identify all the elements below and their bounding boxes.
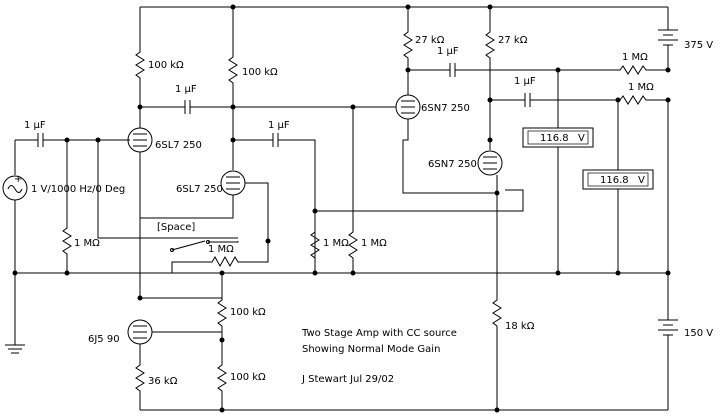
space-switch[interactable] [170,240,239,252]
label-r-100k-left: 100 kΩ [148,60,184,71]
label-source: 1 V/1000 Hz/0 Deg [31,184,125,195]
meter-1-unit: V [578,133,585,144]
ground-symbol [5,344,25,354]
voltmeter-1: 116.8 V [522,127,594,148]
label-r-100k-cath-bot: 100 kΩ [230,372,266,383]
svg-text:+: + [14,174,22,185]
meter-2-value: 116.8 [600,175,629,186]
signal-source: + [2,139,38,345]
label-r-1m-grid: 1 MΩ [74,238,100,249]
cathode-resistor-chain [217,273,227,410]
battery-bottom [658,273,678,410]
label-tube-6sn7-a: 6SN7 250 [421,103,470,114]
label-r-18k: 18 kΩ [505,321,535,332]
meter-1-value: 116.8 [540,133,569,144]
tube-6sn7-a [395,94,497,194]
label-c-coupling: 1 µF [175,84,197,95]
label-tube-6sl7-b: 6SL7 250 [176,184,223,195]
switch-resistor [171,238,269,273]
label-c-top: 1 µF [437,46,459,57]
grid-resistor [62,140,72,273]
label-tube-6sn7-b: 6SN7 250 [428,159,477,170]
label-tube-6sl7-a: 6SL7 250 [155,140,202,151]
label-r-1m-top2: 1 MΩ [628,82,654,93]
label-r-1m-pair-a: 1 MΩ [323,238,349,249]
tube-6sl7-b [140,170,246,219]
label-c-mid: 1 µF [514,76,536,87]
label-r-100k-cath-top: 100 kΩ [230,307,266,318]
label-batt-bot: 150 V [684,328,713,339]
tube-6j5 [127,319,222,410]
label-r-100k-mid: 100 kΩ [242,67,278,78]
label-r-27k-right: 27 kΩ [498,35,528,46]
voltmeter-2: 116.8 V [582,169,654,190]
battery-top [658,7,678,273]
label-c-input: 1 µF [24,120,46,131]
grid-resistor-pair [310,107,358,273]
label-r-36k: 36 kΩ [148,376,178,387]
note-line-1: Two Stage Amp with CC source [301,328,457,339]
label-tube-6j5: 6J5 90 [88,334,120,345]
label-space-key[interactable]: [Space] [157,222,195,233]
input-capacitor [37,133,130,147]
plate-resistor-left [135,7,145,107]
label-r-1m-top: 1 MΩ [622,52,648,63]
label-c-stage2: 1 µF [268,120,290,131]
meter-2-unit: V [638,175,645,186]
label-r-27k-left: 27 kΩ [415,35,445,46]
tube-6sl7-a [127,107,153,298]
label-r-1m-pair-b: 1 MΩ [361,238,387,249]
note-line-3: J Stewart Jul 29/02 [301,374,394,385]
tube-6sn7-b [477,150,503,410]
label-r-1m-switch: 1 MΩ [208,244,234,255]
label-batt-top: 375 V [684,40,713,51]
note-line-2: Showing Normal Mode Gain [302,344,440,355]
